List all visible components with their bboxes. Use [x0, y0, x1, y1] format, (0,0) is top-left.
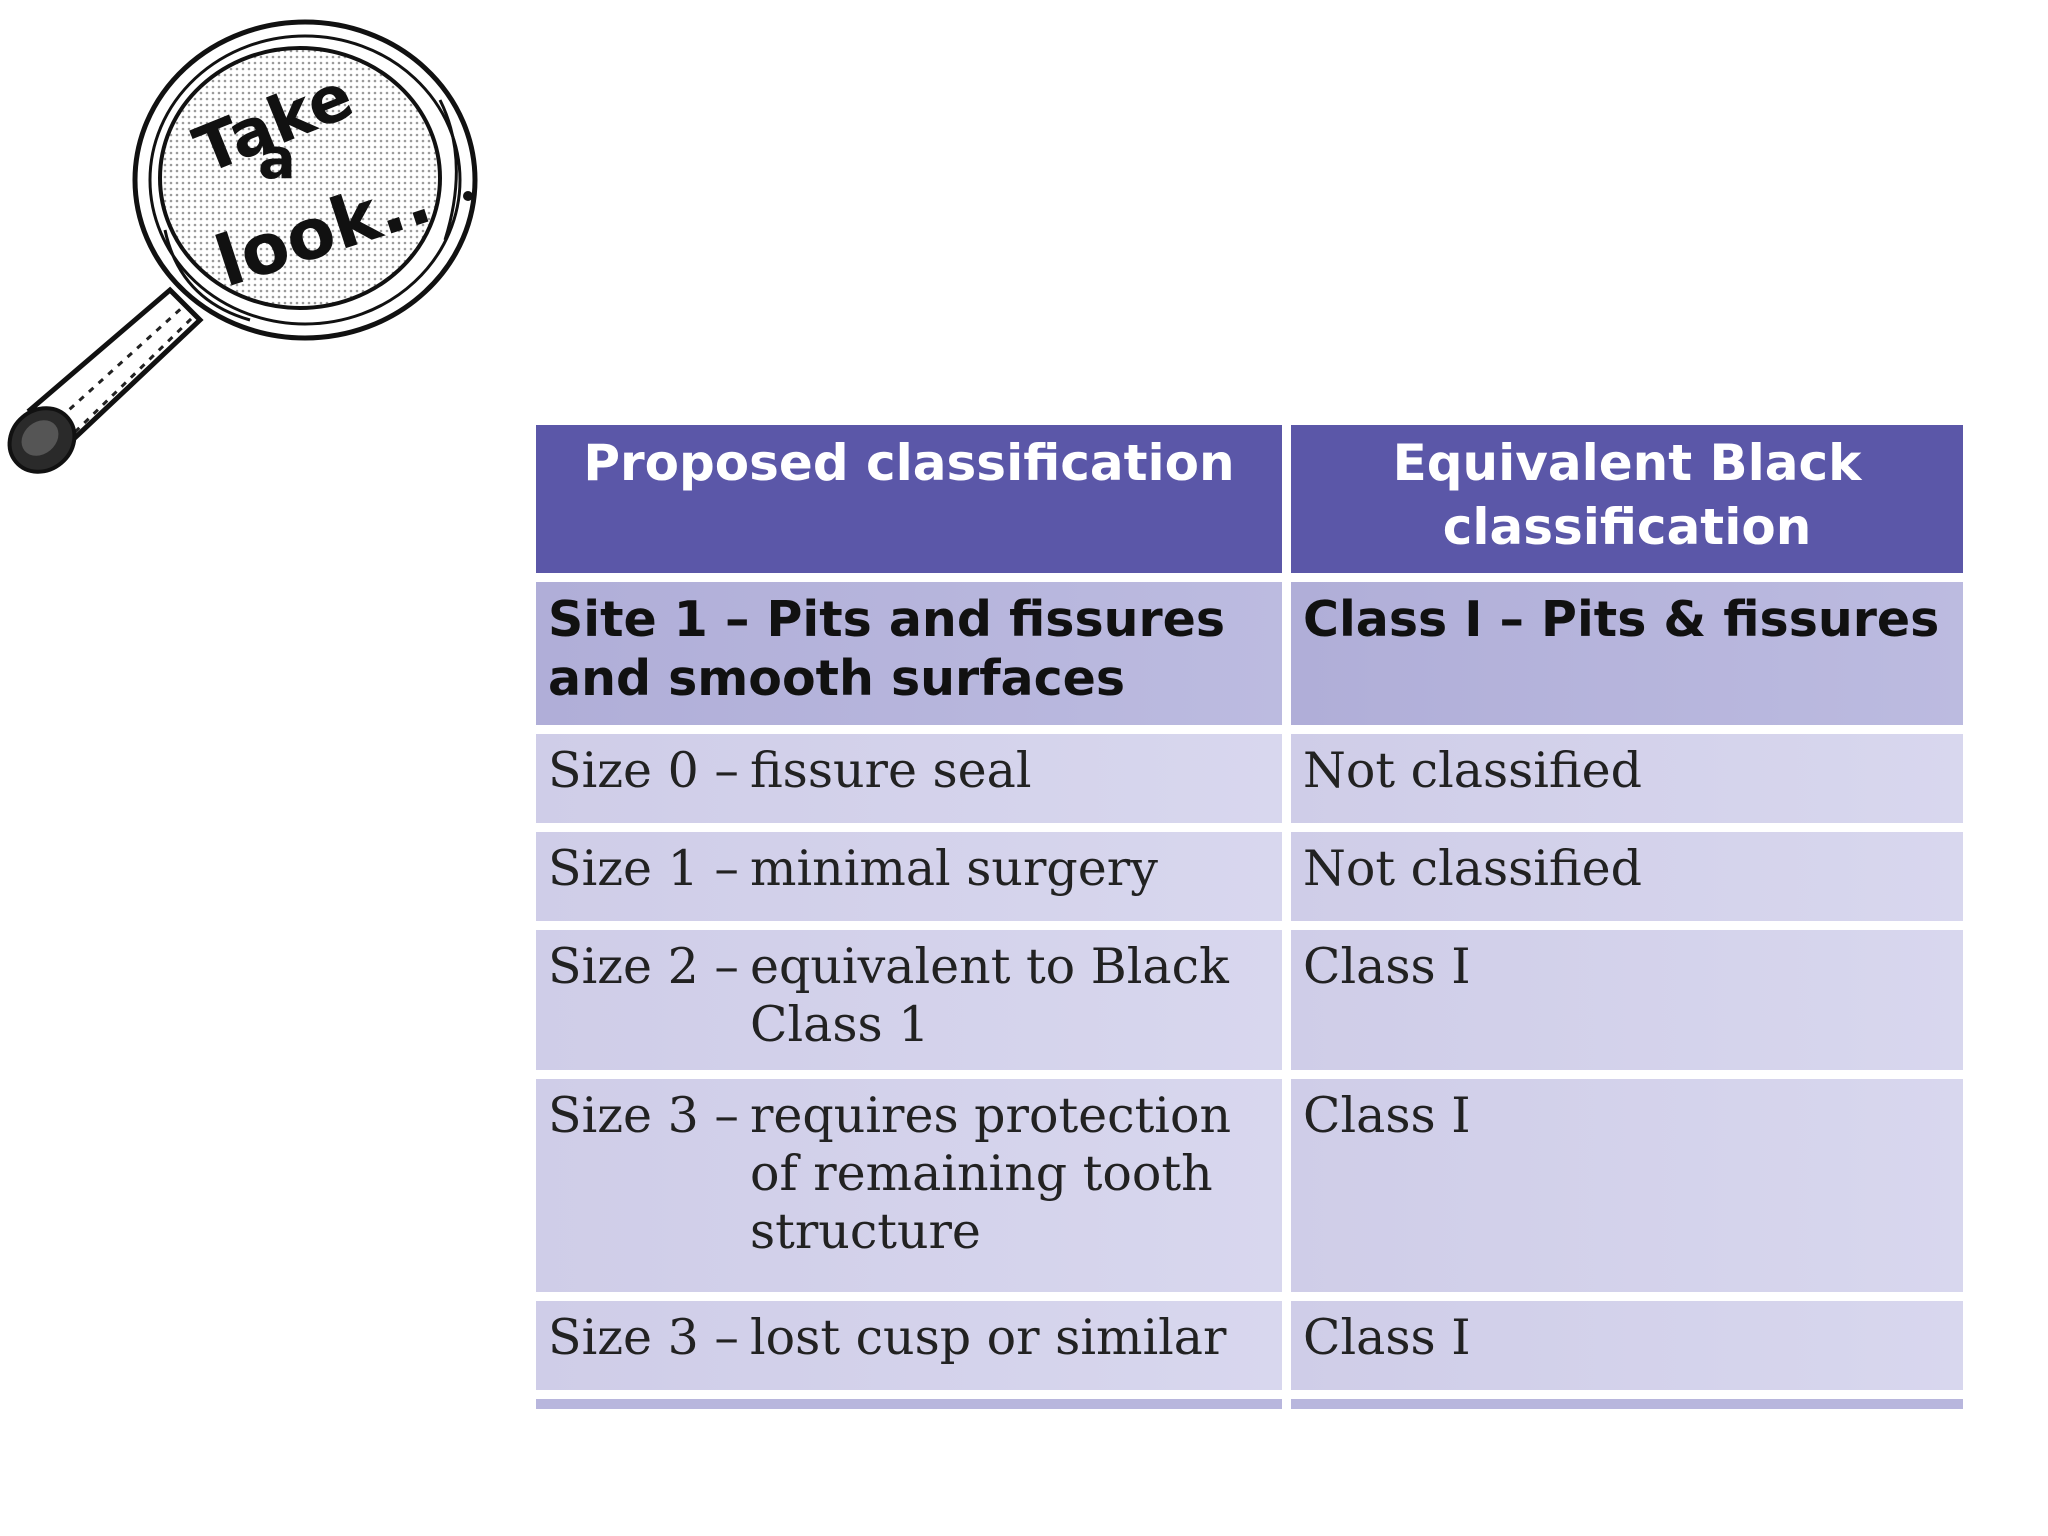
cut-off-cell: [536, 1399, 1282, 1409]
proposed-cell: Size 1 – minimal surgery: [536, 832, 1282, 921]
table-row-cut-off: [536, 1399, 1963, 1409]
size-label: Size 1 –: [548, 840, 739, 897]
black-class-cell: Class I: [1291, 1301, 1963, 1390]
header-equivalent-black-classification: Equivalent Black classification: [1291, 425, 1963, 573]
table-row: Size 2 – equivalent to Black Class 1 Cla…: [536, 930, 1963, 1070]
size-description: fissure seal: [750, 742, 1032, 799]
black-class-cell: Class I: [1291, 930, 1963, 1070]
take-a-look-magnifier-logo: Take a look..: [0, 0, 500, 490]
site-proposed-cell: Site 1 – Pits and fissures and smooth su…: [536, 582, 1282, 725]
size-description: equivalent to Black Class 1: [750, 938, 1229, 1053]
classification-table: Proposed classification Equivalent Black…: [527, 416, 1972, 1418]
size-description: requires protection of remaining tooth s…: [750, 1087, 1232, 1260]
magnifier-lens: [132, 19, 478, 341]
black-class-cell: Class I: [1291, 1079, 1963, 1292]
classification-table-container: Proposed classification Equivalent Black…: [536, 425, 1963, 1409]
table-row: Size 3 – lost cusp or similar Class I: [536, 1301, 1963, 1390]
header-proposed-classification: Proposed classification: [536, 425, 1282, 573]
svg-text:a: a: [258, 127, 296, 192]
table-row: Size 1 – minimal surgery Not classified: [536, 832, 1963, 921]
site-row: Site 1 – Pits and fissures and smooth su…: [536, 582, 1963, 725]
size-label: Size 2 –: [548, 938, 739, 995]
proposed-cell: Size 3 – requires protection of remainin…: [536, 1079, 1282, 1292]
size-label: Size 3 –: [548, 1309, 739, 1366]
proposed-cell: Size 0 – fissure seal: [536, 734, 1282, 823]
magnifier-handle: [7, 286, 204, 474]
size-label: Size 3 –: [548, 1087, 739, 1144]
proposed-cell: Size 2 – equivalent to Black Class 1: [536, 930, 1282, 1070]
size-label: Size 0 –: [548, 742, 739, 799]
black-class-cell: Not classified: [1291, 734, 1963, 823]
black-class-cell: Not classified: [1291, 832, 1963, 921]
site-black-cell: Class I – Pits & fissures: [1291, 582, 1963, 725]
table-row: Size 3 – requires protection of remainin…: [536, 1079, 1963, 1292]
table-header-row: Proposed classification Equivalent Black…: [536, 425, 1963, 573]
table-row: Size 0 – fissure seal Not classified: [536, 734, 1963, 823]
size-description: lost cusp or similar: [750, 1309, 1227, 1366]
cut-off-cell: [1291, 1399, 1963, 1409]
size-description: minimal surgery: [750, 840, 1158, 897]
proposed-cell: Size 3 – lost cusp or similar: [536, 1301, 1282, 1390]
